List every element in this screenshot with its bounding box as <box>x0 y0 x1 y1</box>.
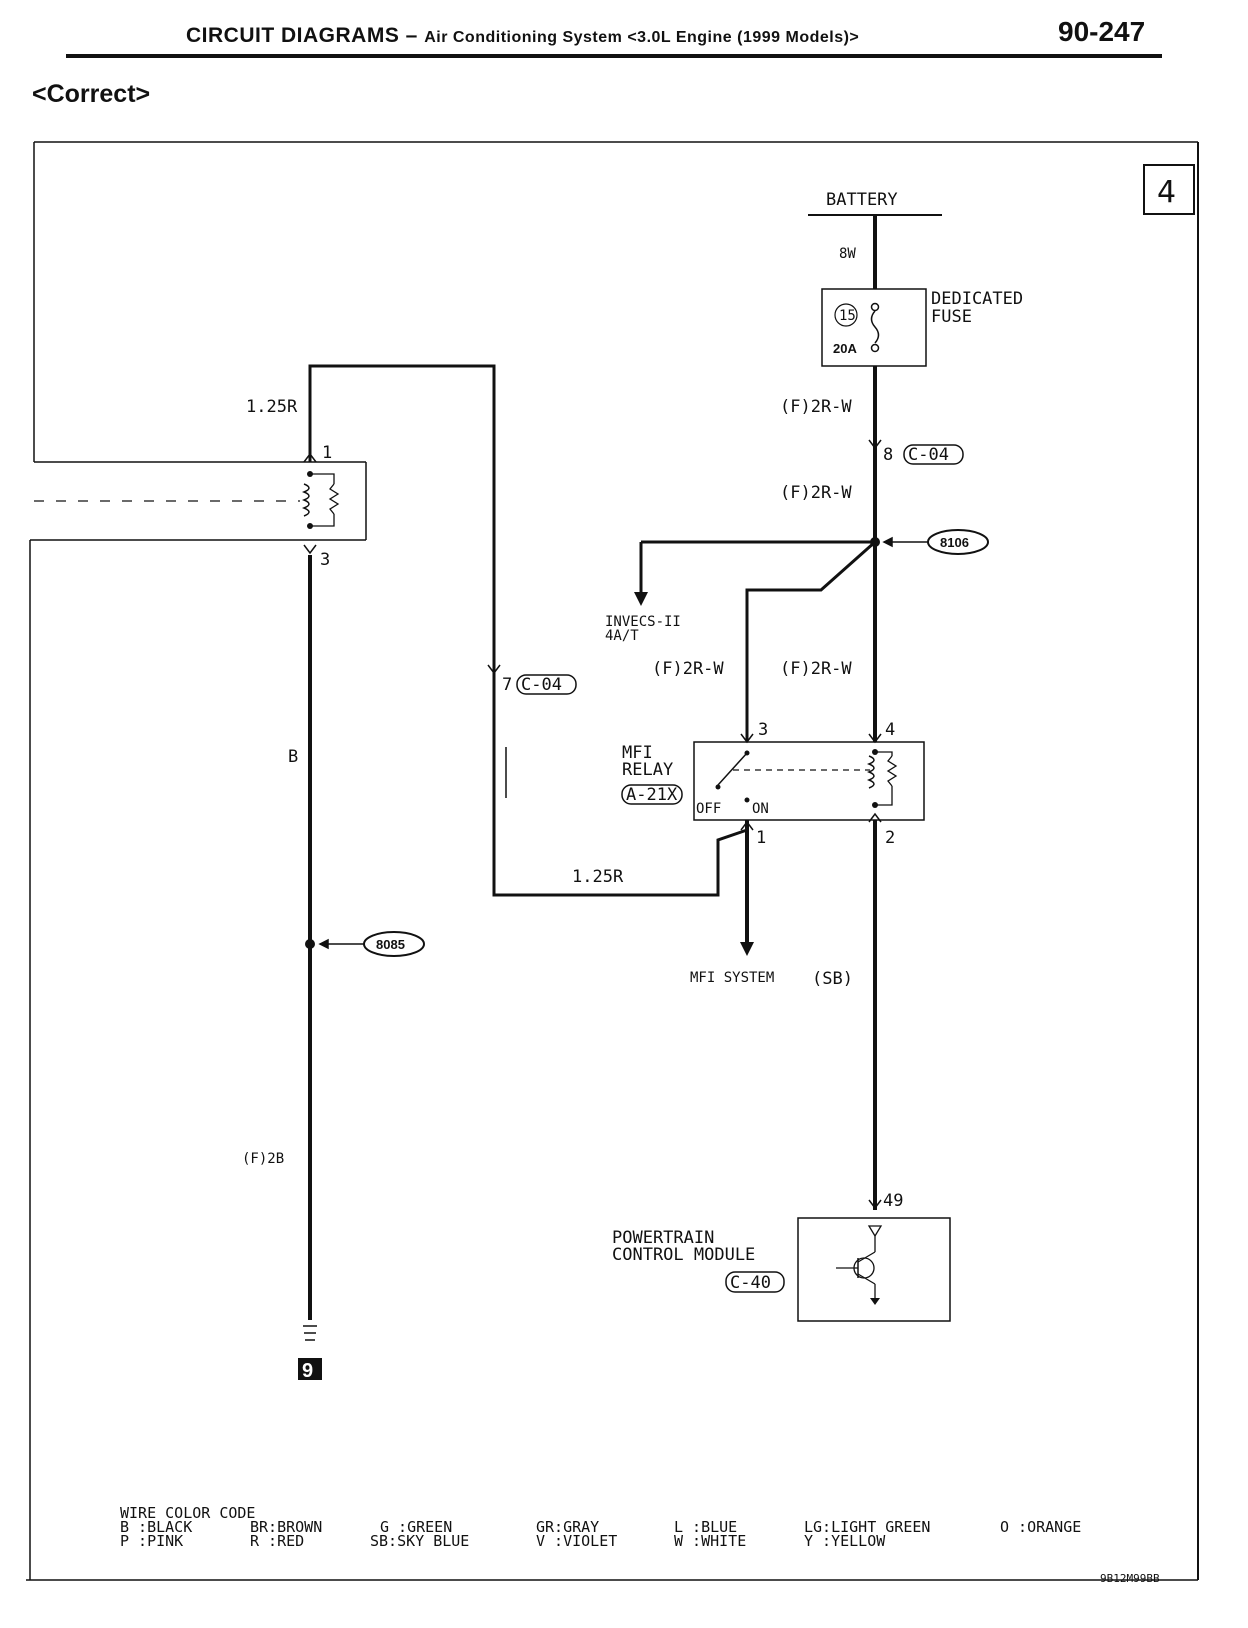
mfi-relay: OFF ON <box>693 741 925 821</box>
ground-ref-label: 9 <box>302 1360 313 1382</box>
legend-title: WIRE COLOR CODE <box>120 1504 256 1522</box>
connector-a21x: A-21X <box>621 784 683 805</box>
powertrain-control-module <box>797 1217 951 1322</box>
wire-label-sb: (SB) <box>812 969 853 989</box>
header-subtitle: Air Conditioning System <3.0L Engine (19… <box>424 29 860 46</box>
battery-symbol: BATTERY <box>808 190 942 216</box>
splice-8085-label: 8085 <box>376 937 405 952</box>
pin-7-label: 7 <box>502 675 512 695</box>
pin-2-label: 2 <box>885 828 895 848</box>
header-title-text: CIRCUIT DIAGRAMS <box>186 24 400 47</box>
wire-label-b: B <box>288 747 298 767</box>
pin-3-label-relay: 3 <box>758 720 768 740</box>
relay-on-label: ON <box>752 801 769 817</box>
splice-8085-pointer <box>318 938 364 950</box>
splice-8106-label: 8106 <box>940 535 969 550</box>
connector-c04-left: C-04 <box>516 674 577 695</box>
invecs-branch-wire <box>639 540 875 598</box>
fuse-label-line1: DEDICATED <box>931 289 1023 309</box>
wire-label-f2rw-right: (F)2R-W <box>780 659 852 679</box>
connector-c04-top-label: C-04 <box>908 445 949 465</box>
sheet-number: 4 <box>1157 175 1176 210</box>
wire-label-125r-top: 1.25R <box>246 397 298 417</box>
ground-ref-box <box>298 1358 322 1380</box>
relay-off-label: OFF <box>696 801 721 817</box>
pcm-label-line2: CONTROL MODULE <box>612 1245 755 1265</box>
legend-item: LG:LIGHT GREEN <box>804 1518 931 1536</box>
legend-item: BR:BROWN <box>250 1518 323 1536</box>
legend-item: L :BLUE <box>674 1518 738 1536</box>
mfi-relay-label-line2: RELAY <box>622 760 673 780</box>
legend-item: V :VIOLET <box>536 1532 618 1550</box>
wire-label-125r-bottom: 1.25R <box>572 867 624 887</box>
pin-49-label: 49 <box>883 1191 903 1211</box>
pin-8-label: 8 <box>883 445 893 465</box>
wire-label-f2b: (F)2B <box>242 1151 284 1167</box>
connector-c04-left-label: C-04 <box>521 675 562 695</box>
legend-item: Y :YELLOW <box>804 1532 886 1550</box>
left-coil-box <box>30 461 367 541</box>
legend-item: SB:SKY BLUE <box>370 1532 470 1550</box>
left-pin1-arrow <box>303 452 317 463</box>
legend-item: P :PINK <box>120 1532 184 1550</box>
connector-a21x-label: A-21X <box>626 785 678 805</box>
page-number: 90-247 <box>1058 16 1146 47</box>
pin-7-arrow <box>487 664 501 675</box>
legend-item: W :WHITE <box>674 1532 747 1550</box>
fuse-label-line2: FUSE <box>931 307 972 327</box>
dedicated-fuse: 15 20A <box>821 288 927 367</box>
relay-pin1-arrow <box>740 820 754 831</box>
splice-8085-tag: 8085 <box>363 931 425 957</box>
connector-c40: C-40 <box>725 1271 785 1293</box>
legend-item: G :GREEN <box>380 1518 453 1536</box>
pin-1-label-relay: 1 <box>756 828 766 848</box>
wire-label-f2rw-mid: (F)2R-W <box>780 483 852 503</box>
legend-item: O :ORANGE <box>1000 1518 1082 1536</box>
battery-label: BATTERY <box>826 190 898 210</box>
relay-pin3-feed-wire <box>745 540 876 742</box>
legend-item: R :RED <box>250 1532 305 1550</box>
ground-symbol <box>303 1325 317 1341</box>
header-dash: – <box>405 24 418 47</box>
pcm-label-line1: POWERTRAIN <box>612 1228 714 1248</box>
invecs-label-line1: INVECS-II <box>605 614 681 630</box>
wire-label-f2rw-left: (F)2R-W <box>652 659 724 679</box>
mfi-system-label: MFI SYSTEM <box>690 970 774 986</box>
connector-c04-top: C-04 <box>903 444 964 465</box>
wire-125r-loop <box>308 364 748 897</box>
invecs-arrow <box>634 592 648 606</box>
legend-item: B :BLACK <box>120 1518 193 1536</box>
pin-4-label: 4 <box>885 720 895 740</box>
sheet-number-box: 4 <box>1143 164 1195 215</box>
wire-label-8w: 8W <box>839 246 856 262</box>
splice-8106-pointer <box>882 536 928 548</box>
pin-1-label-left: 1 <box>322 443 332 463</box>
header-rule <box>66 54 1162 58</box>
page-header: CIRCUIT DIAGRAMS – Air Conditioning Syst… <box>0 0 1248 70</box>
fuse-number: 15 <box>839 308 856 324</box>
mfi-relay-label-line1: MFI <box>622 743 653 763</box>
fuse-rating: 20A <box>833 341 857 356</box>
legend-item: GR:GRAY <box>536 1518 600 1536</box>
figure-code: 9B12M99BB <box>1100 1572 1160 1585</box>
splice-8085-node <box>305 939 315 949</box>
connector-c40-label: C-40 <box>730 1273 771 1293</box>
header-title: CIRCUIT DIAGRAMS – Air Conditioning Syst… <box>186 24 859 48</box>
left-pin3-arrow <box>303 544 317 555</box>
section-label: <Correct> <box>32 80 151 108</box>
invecs-label-line2: 4A/T <box>605 628 639 644</box>
splice-8106-tag: 8106 <box>927 529 989 555</box>
pin-3-label-left: 3 <box>320 550 330 570</box>
wire-label-f2rw-top: (F)2R-W <box>780 397 852 417</box>
mfi-system-arrow <box>740 942 754 956</box>
diagram-border <box>26 141 1199 1581</box>
